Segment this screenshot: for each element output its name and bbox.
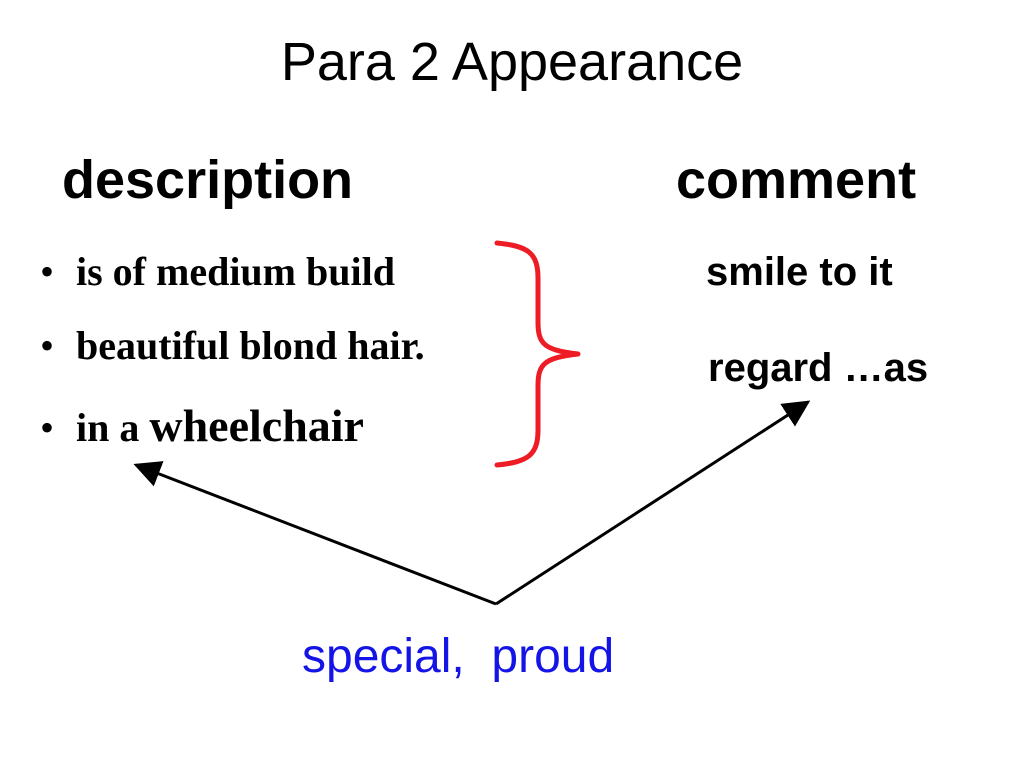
- slide-title: Para 2 Appearance: [280, 32, 744, 92]
- bullet-text: beautiful blond hair.: [76, 323, 425, 368]
- bullet-text: is of medium build: [76, 249, 395, 294]
- footer-words: special, proud: [302, 630, 615, 683]
- bullet-text-prefix: in a: [76, 405, 150, 450]
- bullet-marker: •: [40, 405, 55, 450]
- bullet-item: • beautiful blond hair.: [40, 318, 425, 374]
- bullet-item: • in a wheelchair: [40, 396, 364, 458]
- comment-item: smile to it: [706, 250, 893, 294]
- bullet-text-emphasis: wheelchair: [149, 400, 364, 451]
- curly-brace: [494, 240, 581, 468]
- bullet-marker: •: [40, 323, 55, 368]
- arrow-to-regard: [495, 400, 811, 606]
- heading-description: description: [62, 150, 354, 210]
- bullet-item: • is of medium build: [40, 244, 395, 300]
- arrow-to-wheelchair: [133, 461, 497, 606]
- comment-item: regard …as: [708, 346, 929, 390]
- bullet-marker: •: [40, 249, 55, 294]
- heading-comment: comment: [676, 150, 917, 210]
